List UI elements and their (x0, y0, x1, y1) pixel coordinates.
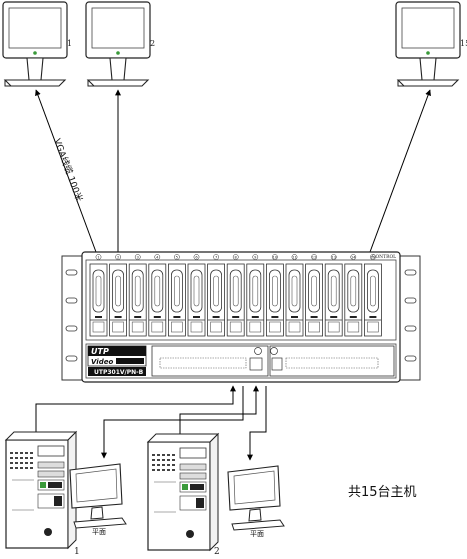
slot-indicator (213, 254, 219, 260)
cable-label: VGA线缆 100米 (51, 137, 85, 203)
drive-bay-11 (285, 263, 304, 337)
drive-bay-2 (109, 263, 128, 337)
total-hosts-label: 共15台主机 (348, 485, 417, 500)
monitor-2-number: 2 (150, 39, 155, 48)
slot-number: 2 (117, 256, 119, 260)
host-2-monitor (227, 465, 285, 531)
drive-bay-1 (89, 263, 108, 337)
slot-indicator (193, 254, 200, 260)
host-2-monitor-caption: 平面 (250, 530, 264, 538)
drive-bay-9 (246, 263, 265, 337)
host-2-tower (147, 433, 219, 551)
cable-host-2-down (247, 386, 267, 461)
drive-bay-10 (265, 263, 284, 337)
host-1-monitor-caption: 平面 (92, 528, 106, 536)
drive-bay-7 (207, 263, 226, 337)
monitor-1 (2, 1, 68, 87)
drive-bay-12 (305, 263, 324, 337)
drive-bay-4 (148, 263, 167, 337)
slot-number: 9 (254, 256, 257, 260)
drive-bay-6 (187, 263, 206, 337)
drive-bay-3 (128, 263, 147, 337)
host-1-tower (5, 431, 77, 549)
cable-host-2-up (179, 385, 259, 440)
slot-number: 4 (156, 256, 159, 260)
slot-number: 6 (195, 256, 198, 260)
slot-indicator (252, 254, 259, 260)
slot-number: 13 (331, 256, 336, 260)
host-1-monitor (69, 463, 127, 529)
brand-logo: UTP Video (87, 345, 147, 367)
cable-to-monitor-1 (35, 89, 97, 253)
cable-to-monitor-15 (369, 89, 431, 253)
slot-indicator (115, 254, 121, 260)
slot-indicator (232, 254, 239, 260)
slot-indicator (174, 254, 180, 260)
drive-bay-14 (344, 263, 363, 337)
drive-bay-5 (167, 263, 186, 337)
drive-bay-8 (226, 263, 245, 337)
host-1-number: 1 (74, 547, 80, 557)
slot-number: 1 (97, 256, 99, 260)
slot-number: 14 (351, 256, 356, 260)
cable-host-1-down (101, 386, 244, 459)
slot-indicator (291, 254, 298, 260)
drive-bay-13 (324, 263, 343, 337)
device-model: UTP301V/PN-B (94, 369, 144, 376)
control-label: CONTROL (372, 254, 396, 260)
slot-number: 3 (137, 256, 139, 260)
slot-indicator (330, 254, 337, 260)
slot-indicator (350, 254, 357, 260)
drive-bay-15 (363, 263, 382, 337)
slot-indicator (154, 254, 161, 260)
slot-number: 7 (215, 256, 217, 260)
monitor-2 (85, 1, 151, 87)
slot-indicator (311, 254, 317, 260)
slot-indicator (272, 254, 278, 260)
slot-number: 5 (176, 256, 178, 260)
slot-number: 11 (292, 256, 297, 260)
slot-indicator (95, 254, 102, 260)
slot-number: 10 (273, 256, 278, 260)
slot-number: 15 (371, 256, 376, 260)
monitor-15 (395, 1, 461, 87)
slot-number: 12 (312, 256, 317, 260)
svg-text:Video: Video (91, 358, 113, 366)
svg-text:UTP: UTP (91, 347, 109, 356)
slot-indicator (134, 254, 141, 260)
slot-indicator (370, 254, 376, 260)
monitor-1-number: 1 (67, 39, 72, 48)
host-2-number: 2 (214, 547, 220, 557)
cable-host-1-up (35, 385, 236, 440)
slot-number: 8 (235, 256, 238, 260)
monitor-15-number: 15 (460, 39, 467, 48)
